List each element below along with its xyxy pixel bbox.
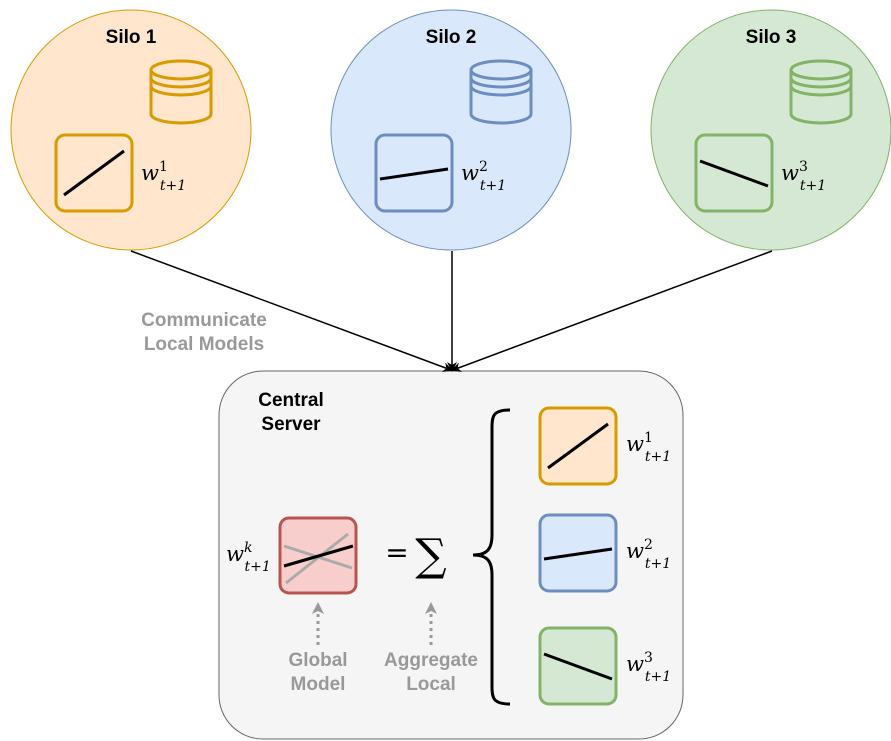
summation-sign: ∑: [415, 530, 446, 581]
aggregate-label-line-2: Local: [406, 674, 456, 695]
curly-brace: [472, 408, 511, 706]
silo-3-database-icon: [789, 59, 853, 125]
communicate-label-line-1: Communicate: [141, 310, 267, 331]
communication-arrows: [130, 250, 773, 372]
silo-1-model: [54, 133, 134, 213]
server-local-model-1: [538, 406, 618, 486]
global-model-line: [283, 544, 354, 568]
aggregate-label-line-1: Aggregate: [384, 650, 478, 671]
server-local-model-3: [538, 626, 618, 706]
silo-3-model: [694, 133, 774, 213]
global-model-label-line-1: Global: [288, 650, 347, 671]
central-server-title-line-2: Server: [261, 414, 321, 435]
arrow-silo-1-to-server: [130, 250, 453, 372]
global-model-label-line-2: Model: [291, 674, 346, 695]
silo-3-label: Silo 3: [746, 27, 797, 48]
central-server-title-line-1: Central: [258, 390, 323, 411]
arrow-silo-3-to-server: [451, 250, 773, 372]
equals-sign: =: [385, 536, 408, 569]
silo-2-label: Silo 2: [426, 27, 477, 48]
communicate-label-line-2: Local Models: [144, 334, 264, 355]
silo-2-model: [374, 133, 454, 213]
silo-2-database-icon: [469, 59, 533, 125]
global-model-faded-line-2: [285, 532, 349, 585]
server-local-model-2: [538, 513, 618, 593]
global-model: [278, 516, 358, 595]
silo-1-label: Silo 1: [106, 27, 157, 48]
silo-1-database-icon: [149, 59, 213, 125]
